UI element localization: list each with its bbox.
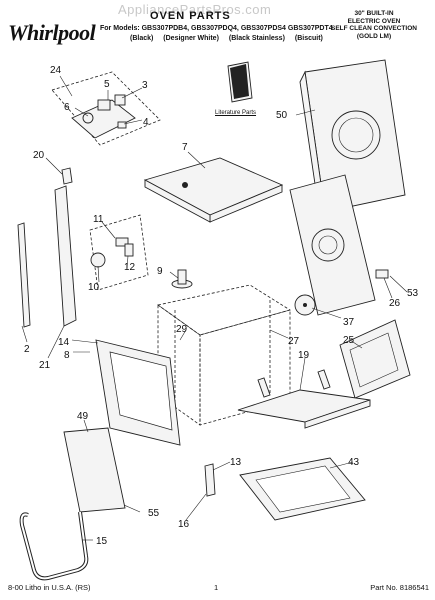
callout-label: 50: [276, 110, 288, 121]
callout-label: 25: [343, 335, 355, 346]
oven-right-panel: [339, 319, 411, 399]
spec-line: (GOLD LM): [356, 32, 392, 40]
footer-part-number: Part No. 8186541: [370, 583, 429, 592]
oven-door-frame: [95, 339, 181, 446]
convection-fan: [294, 294, 316, 316]
side-trim: [54, 167, 77, 327]
hinge-bracket: [204, 463, 216, 497]
callout-label: 7: [182, 142, 188, 153]
model-variants: (Black) (Designer White) (Black Stainles…: [130, 35, 331, 42]
watermark-text: AppliancePartsPros.com: [118, 2, 272, 17]
callout-label: 53: [407, 288, 419, 299]
footer-page-number: 1: [214, 583, 219, 592]
thermal-switch-assembly: [71, 94, 136, 139]
literature-parts-label: Literature Parts: [215, 110, 257, 116]
callout-label: 14: [58, 337, 70, 348]
component-group-outline: [51, 71, 161, 146]
variant-label: (Black Stainless): [228, 35, 285, 42]
bake-element-connector: [171, 269, 193, 289]
callout-label: 16: [178, 519, 190, 530]
callout-label: 12: [124, 262, 136, 273]
literature-booklet: [227, 61, 253, 103]
oven-back-panel: [299, 59, 406, 220]
callout-label: 11: [93, 214, 104, 225]
callout-label: 8: [64, 350, 70, 361]
callout-label: 29: [176, 324, 188, 335]
door-trim-strip: [63, 427, 126, 513]
callout-label: 5: [104, 79, 110, 90]
spec-line: 30" BUILT-IN: [354, 10, 394, 17]
callout-label: 27: [288, 336, 300, 347]
callout-label: 19: [298, 350, 310, 361]
variant-label: (Designer White): [163, 35, 219, 42]
spec-line: SELF CLEAN CONVECTION: [331, 25, 417, 32]
callout-label: 13: [230, 457, 242, 468]
callout-label: 9: [157, 266, 163, 277]
callout-label: 10: [88, 282, 100, 293]
callout-label: 2: [24, 344, 30, 355]
brand-logo: Whirlpool: [8, 20, 96, 45]
oven-top-panel: [143, 157, 284, 223]
leader-lines: [21, 75, 408, 541]
callout-label: 6: [64, 102, 70, 113]
convection-panel: [289, 174, 376, 316]
model-list: For Models: GBS307PDB4, GBS307PDQ4, GBS3…: [100, 25, 333, 32]
spec-line: ELECTRIC OVEN: [347, 17, 401, 25]
callout-label: 4: [143, 117, 149, 128]
oven-bottom-tray: [237, 369, 371, 429]
callout-label: 26: [389, 298, 401, 309]
control-knob-parts: [90, 237, 134, 268]
callout-label: 49: [77, 411, 89, 422]
oven-bottom-pan: [239, 457, 366, 521]
callout-label: 43: [348, 457, 360, 468]
callout-label: 24: [50, 65, 62, 76]
callout-label: 21: [39, 360, 51, 371]
door-gasket: [19, 511, 89, 581]
page-title: OVEN PARTS: [150, 10, 231, 22]
oven-cavity: [157, 284, 291, 426]
side-rail: [17, 222, 31, 328]
component-group-outline: [89, 214, 149, 291]
callout-label: 3: [142, 80, 148, 91]
callout-numbers: 24 5 3 6 4 50 7 20 11 12 10 9 26 53 37 2…: [24, 65, 419, 547]
callout-label: 20: [33, 150, 45, 161]
callout-label: 55: [148, 508, 160, 519]
callout-label: 37: [343, 317, 355, 328]
bracket-part: [375, 269, 389, 279]
product-spec: 30" BUILT-IN ELECTRIC OVEN SELF CLEAN CO…: [319, 10, 429, 40]
variant-label: (Black): [130, 35, 154, 42]
callout-label: 15: [96, 536, 108, 547]
footer-litho: 8-00 Litho in U.S.A. (RS): [8, 583, 91, 592]
variant-label: (Biscuit): [294, 35, 323, 42]
